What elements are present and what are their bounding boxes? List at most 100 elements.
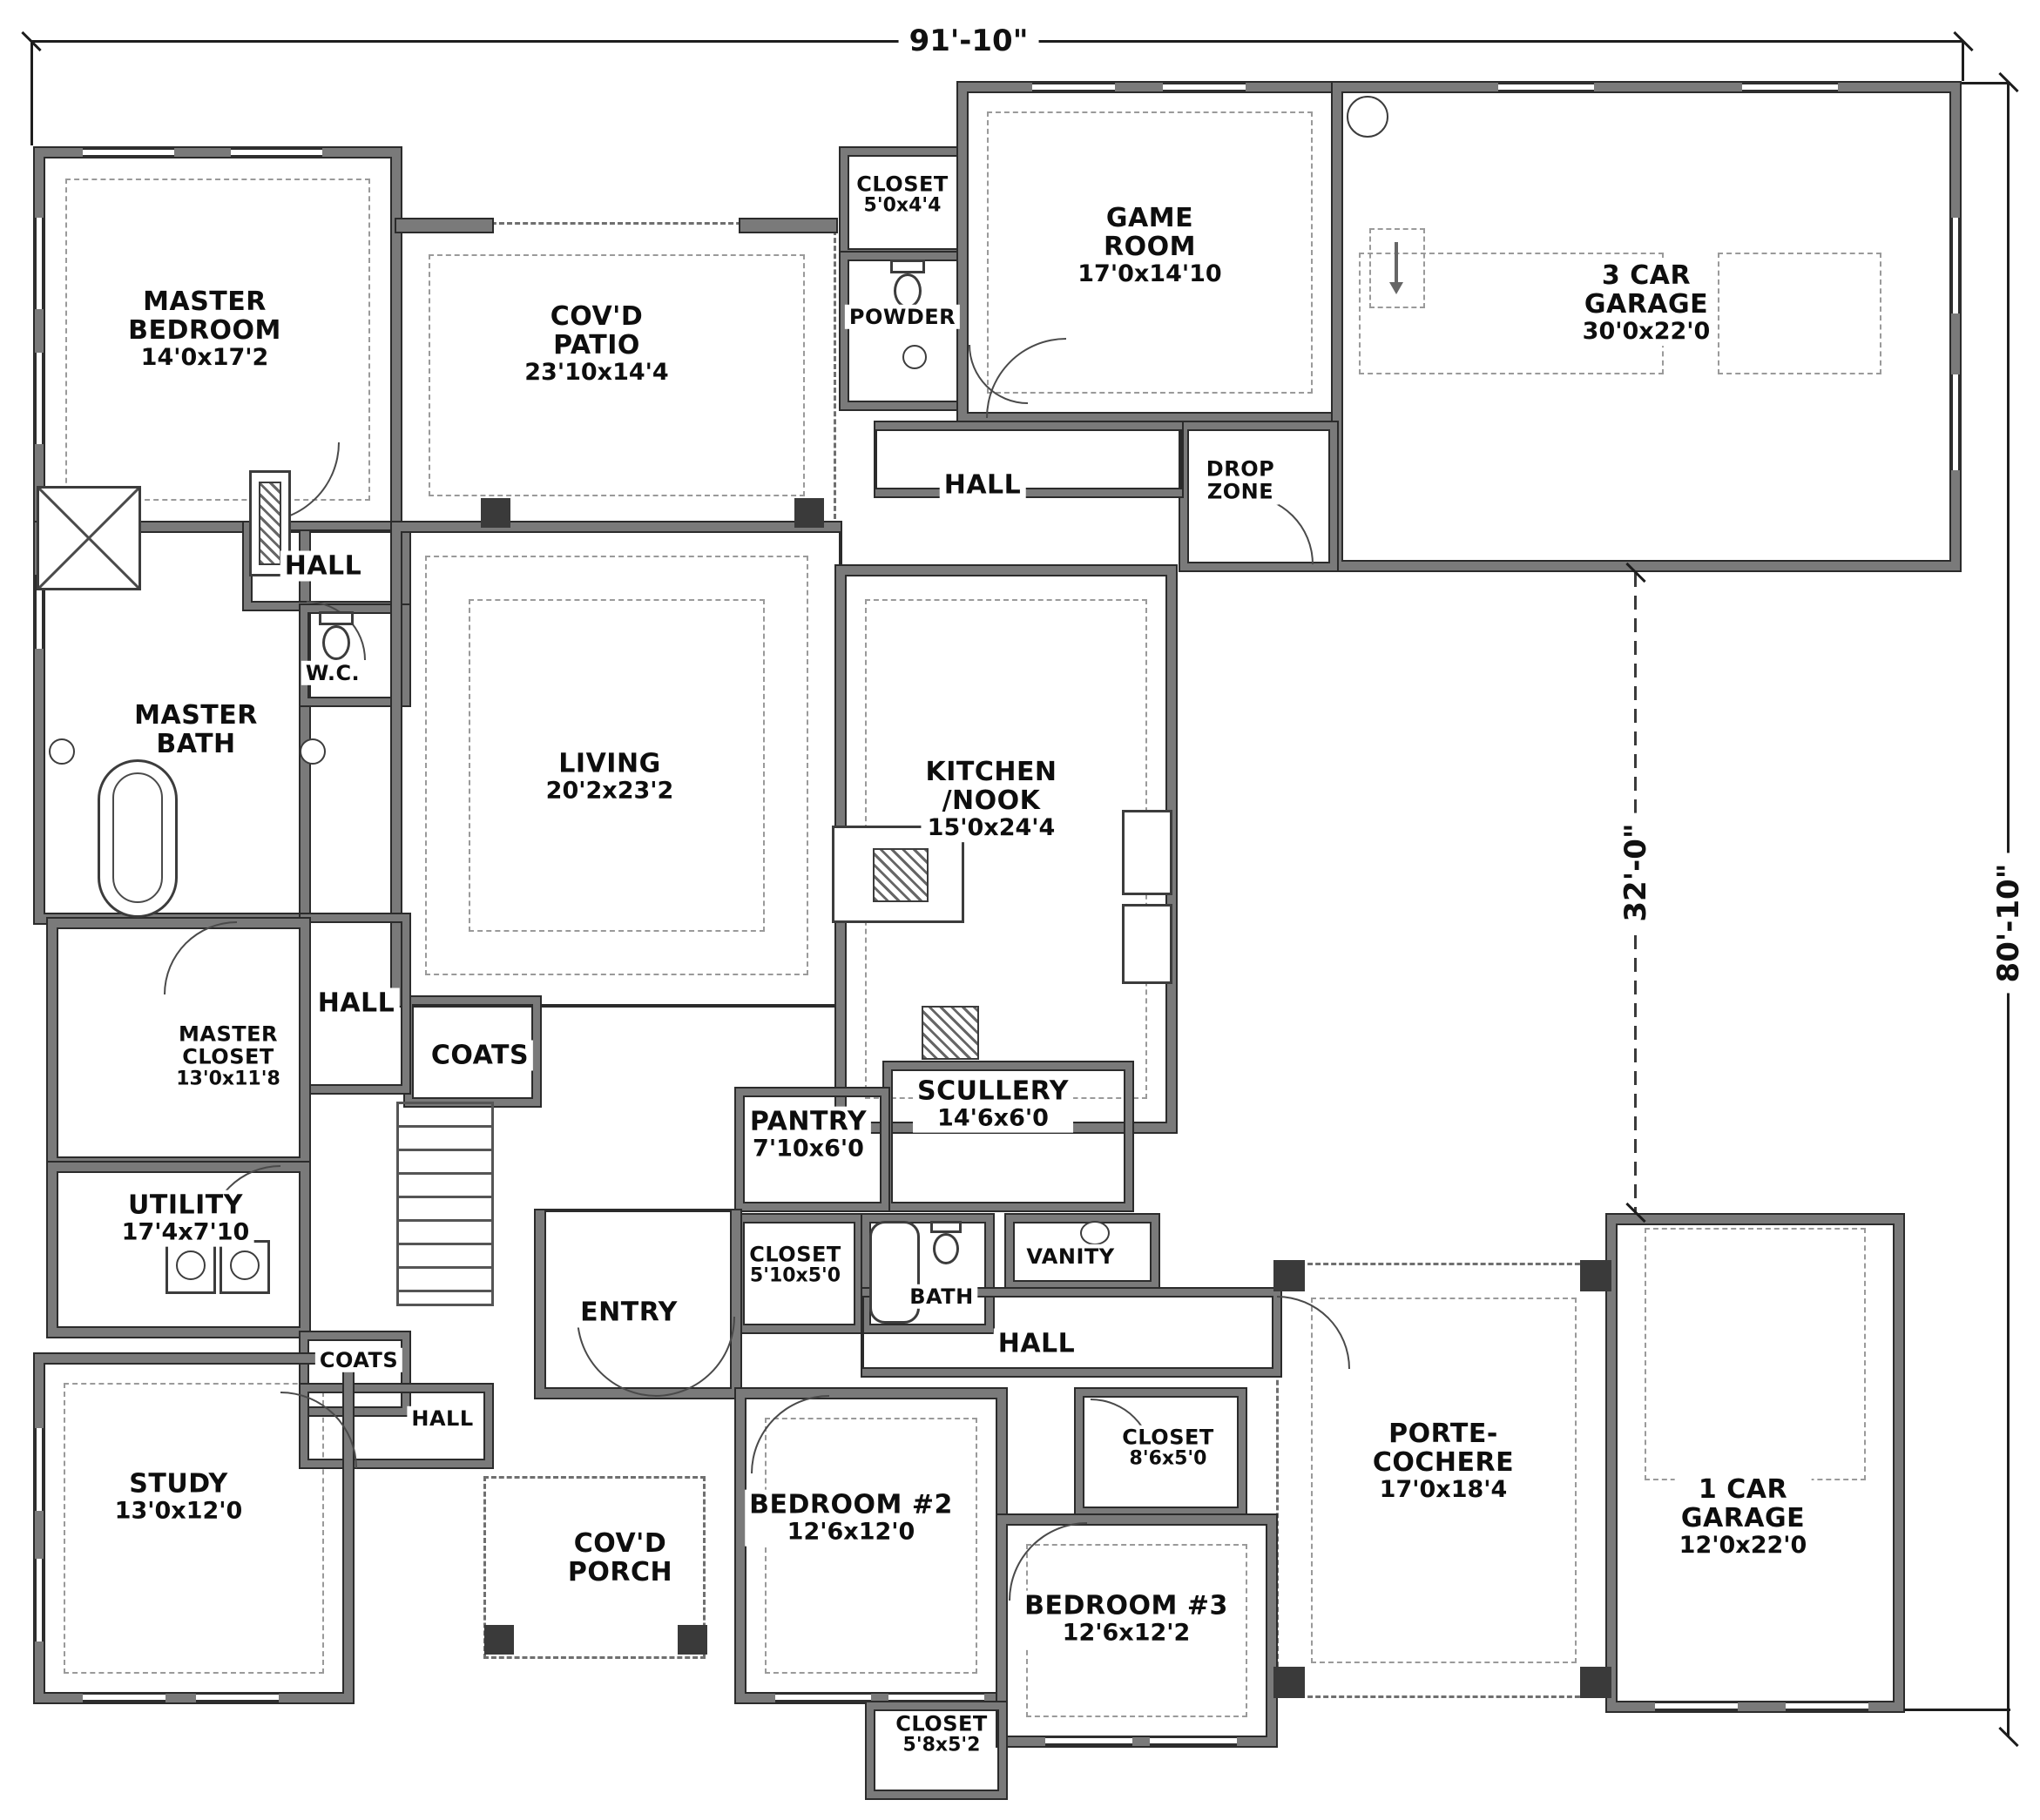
room-name: COATS xyxy=(319,1347,399,1372)
patio-wall-stub-right xyxy=(740,219,836,232)
room-name: 3 CAR xyxy=(1601,260,1692,292)
room-name: PATIO xyxy=(553,330,640,361)
room-size: 12'0x22'0 xyxy=(1679,1532,1807,1560)
window xyxy=(1045,1736,1132,1746)
room-size: 13'0x11'8 xyxy=(176,1068,280,1090)
room-size: 5'0x4'4 xyxy=(863,195,942,218)
window xyxy=(1786,1701,1868,1711)
master-tub xyxy=(98,759,178,918)
room-closet-rear xyxy=(867,1702,1006,1798)
fireplace xyxy=(249,470,291,576)
room-garage-1car xyxy=(1607,1215,1903,1711)
window xyxy=(83,1692,165,1702)
shower-x-icon xyxy=(37,487,140,590)
room-name: PANTRY xyxy=(749,1106,868,1137)
room-name: CLOSET xyxy=(1122,1425,1214,1450)
dimension-extension xyxy=(30,43,33,145)
powder-toilet-tank xyxy=(890,260,925,273)
room-name: BEDROOM #3 xyxy=(1024,1590,1228,1621)
room-size: 17'4x7'10 xyxy=(121,1218,250,1246)
window xyxy=(34,1428,44,1511)
window xyxy=(775,1692,871,1702)
attic-ladder-arrow-stem xyxy=(1395,242,1398,282)
label-vanity: VANITY xyxy=(1022,1244,1119,1270)
room-name: COV'D xyxy=(550,301,644,333)
game-room-tray-ceiling xyxy=(987,111,1313,394)
window xyxy=(34,218,44,309)
kitchen-cabinet xyxy=(1122,904,1172,984)
room-name: BATH xyxy=(909,1284,974,1309)
label-wc: W.C. xyxy=(301,660,365,686)
room-name: MASTER xyxy=(134,700,258,731)
room-name: HALL xyxy=(284,550,362,582)
room-pantry xyxy=(736,1089,888,1210)
window xyxy=(83,147,174,158)
bath-toilet-bowl xyxy=(933,1233,959,1264)
attic-access-outline xyxy=(1369,228,1425,308)
label-hall-study: HALL xyxy=(407,1405,478,1432)
room-size: 14'0x17'2 xyxy=(140,344,269,372)
porte-cochere-column xyxy=(1273,1260,1305,1291)
room-name: CLOSET xyxy=(895,1711,988,1736)
refrigerator xyxy=(1122,810,1172,895)
room-utility xyxy=(48,1163,309,1337)
room-wc xyxy=(301,605,409,705)
room-closet-bedroom3 xyxy=(1076,1389,1246,1515)
room-size: 23'10x14'4 xyxy=(524,359,669,387)
room-name: W.C. xyxy=(305,660,361,685)
room-size: 8'6x5'0 xyxy=(1129,1448,1207,1471)
wc-toilet-bowl xyxy=(322,625,350,660)
label-entry: ENTRY xyxy=(576,1297,682,1328)
room-name: DROP xyxy=(1206,456,1275,482)
living-tray-ceiling xyxy=(425,556,808,975)
dimension-extension xyxy=(1904,1709,2010,1711)
covd-porch-outline xyxy=(483,1476,706,1659)
powder-toilet-bowl xyxy=(894,273,922,308)
window xyxy=(1950,218,1961,313)
washer xyxy=(165,1240,216,1294)
wc-toilet-tank xyxy=(319,611,354,625)
living-tray-ceiling-inner xyxy=(469,599,765,932)
room-name: BEDROOM xyxy=(128,315,281,347)
dryer xyxy=(220,1240,270,1294)
room-coats-2 xyxy=(301,1332,409,1415)
window xyxy=(888,1692,984,1702)
room-name: KITCHEN xyxy=(925,757,1057,788)
dimension-extension xyxy=(1962,43,1964,81)
room-name: HALL xyxy=(317,988,395,1019)
fireplace-firebox xyxy=(259,482,281,565)
master-shower xyxy=(37,486,141,590)
room-study xyxy=(35,1354,353,1702)
room-vanity xyxy=(1006,1215,1158,1289)
label-coats-2: COATS xyxy=(314,1347,403,1373)
room-name: POWDER xyxy=(848,304,956,329)
room-name: HALL xyxy=(943,469,1022,501)
master-bedroom-tray-ceiling xyxy=(65,179,370,501)
label-hall-game: HALL xyxy=(939,469,1026,501)
room-size: 17'0x18'4 xyxy=(1379,1476,1508,1504)
room-name: ROOM xyxy=(1104,232,1196,263)
window xyxy=(34,353,44,444)
room-name: BATH xyxy=(156,729,236,759)
room-name: COATS xyxy=(430,1040,530,1071)
porte-cochere-ceiling xyxy=(1311,1298,1577,1663)
room-size: 5'8x5'2 xyxy=(902,1735,981,1757)
porte-cochere-column xyxy=(1273,1667,1305,1698)
patio-column xyxy=(481,498,510,528)
vanity-sink xyxy=(1080,1221,1110,1245)
